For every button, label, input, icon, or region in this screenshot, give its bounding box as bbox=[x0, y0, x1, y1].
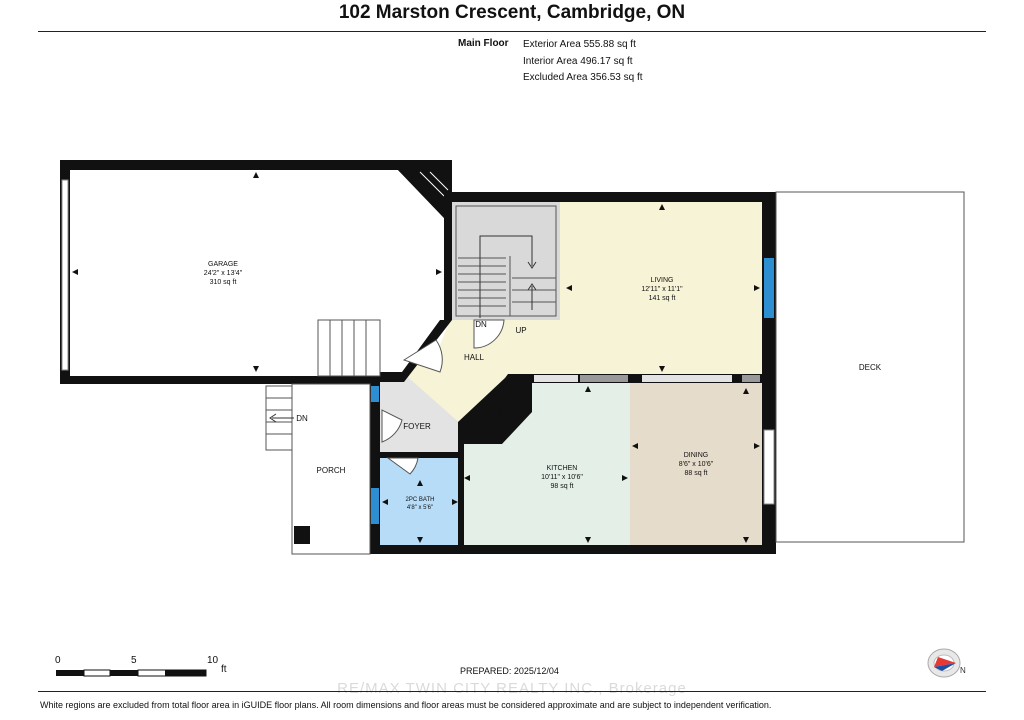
garage-window bbox=[61, 179, 69, 371]
stair-up-arrow-head bbox=[527, 283, 537, 291]
garage-corner-hatch bbox=[429, 171, 449, 191]
scale-unit: ft bbox=[221, 664, 227, 675]
foyer-window bbox=[371, 386, 379, 402]
garage-corner-hatch bbox=[419, 171, 445, 197]
foyer-label: FOYER bbox=[403, 422, 431, 431]
bath-dims: 4'8" x 5'6" bbox=[407, 505, 433, 511]
exterior-area: Exterior Area 555.88 sq ft bbox=[523, 39, 636, 50]
header-divider bbox=[38, 31, 986, 32]
dining-opening bbox=[642, 375, 732, 382]
interior-area: Interior Area 496.17 sq ft bbox=[523, 55, 633, 67]
stair-up-label: UP bbox=[515, 326, 526, 335]
living-dims: 12'11" x 11'1" bbox=[641, 286, 683, 293]
stair-door bbox=[473, 319, 505, 349]
bath-name: 2PC BATH bbox=[406, 497, 435, 503]
page-title: 102 Marston Crescent, Cambridge, ON bbox=[338, 2, 686, 23]
scale-ten: 10 bbox=[207, 655, 219, 666]
wall-hall-west bbox=[380, 320, 452, 382]
wall-bath-north bbox=[378, 452, 462, 458]
closet-label: CL bbox=[493, 408, 504, 417]
hall-door bbox=[402, 339, 443, 373]
porch-outline bbox=[291, 383, 371, 555]
garage-corner-wall bbox=[398, 170, 452, 218]
brokerage-watermark: RE/MAX TWIN CITY REALTY INC., Brokerage bbox=[337, 680, 687, 697]
bath-floor bbox=[380, 458, 460, 545]
wall-north bbox=[444, 192, 776, 202]
bath-door bbox=[386, 457, 419, 475]
wall-hall-south bbox=[508, 374, 762, 383]
scale-bar: 0 5 10 ft bbox=[55, 655, 245, 683]
living-window bbox=[764, 258, 774, 318]
garage-stairs bbox=[317, 319, 381, 377]
footer-divider bbox=[38, 691, 986, 692]
garage-area: 310 sq ft bbox=[210, 279, 237, 286]
wall-south bbox=[370, 545, 776, 554]
dining-area: 88 sq ft bbox=[685, 470, 708, 477]
dimension-markers bbox=[72, 172, 760, 543]
deck-outline bbox=[775, 191, 965, 543]
wall-stair-west bbox=[444, 192, 452, 320]
garage-wall bbox=[60, 160, 452, 384]
kitchen-name: KITCHEN bbox=[547, 465, 578, 472]
kitchen-dims: 10'11" x 10'6" bbox=[541, 474, 583, 481]
wall-kitchen-west bbox=[458, 422, 464, 545]
north-arrow-icon: N bbox=[927, 648, 966, 678]
bath-window bbox=[371, 488, 379, 524]
porch-label: PORCH bbox=[317, 466, 346, 475]
scale-five: 5 bbox=[131, 655, 137, 666]
porch-down-label: DN bbox=[296, 414, 308, 423]
kitchen-area: 98 sq ft bbox=[551, 483, 574, 490]
garage-dims: 24'2" x 13'4" bbox=[204, 270, 243, 277]
stair-treads bbox=[458, 256, 556, 316]
kitchen-floor bbox=[462, 378, 630, 545]
hall-opening bbox=[534, 375, 578, 382]
living-area: 141 sq ft bbox=[649, 295, 676, 302]
living-name: LIVING bbox=[651, 277, 674, 284]
foyer-door bbox=[381, 409, 403, 443]
disclaimer: White regions are excluded from total fl… bbox=[40, 700, 772, 710]
floor-name: Main Floor bbox=[458, 38, 509, 49]
porch-post bbox=[294, 526, 310, 544]
dining-opening-right bbox=[742, 375, 760, 382]
garage-name: GARAGE bbox=[208, 261, 238, 268]
dining-window bbox=[763, 429, 775, 505]
excluded-area: Excluded Area 356.53 sq ft bbox=[523, 72, 643, 83]
stair-block bbox=[455, 205, 557, 317]
hall-label: HALL bbox=[464, 353, 485, 362]
wall-closet bbox=[458, 374, 532, 444]
deck-label: DECK bbox=[859, 363, 882, 372]
area-summary: Exterior Area 555.88 sq ft Interior Area… bbox=[523, 37, 643, 87]
dining-dims: 8'6" x 10'6" bbox=[679, 461, 714, 468]
dining-name: DINING bbox=[684, 452, 709, 459]
porch-down-arrow-head bbox=[269, 413, 277, 423]
foyer-floor bbox=[378, 372, 462, 455]
scale-graduation bbox=[56, 669, 207, 677]
living-floor bbox=[560, 202, 762, 378]
wall-foyer-west bbox=[370, 376, 380, 554]
dining-floor bbox=[630, 378, 762, 545]
stair-down-label: DN bbox=[475, 320, 487, 329]
scale-zero: 0 bbox=[55, 655, 61, 666]
stair-down-arrow-head bbox=[527, 261, 537, 269]
stair-down-arrow bbox=[479, 235, 533, 318]
kitchen-opening bbox=[580, 375, 628, 382]
svg-text:N: N bbox=[960, 666, 966, 675]
prepared-date: PREPARED: 2025/12/04 bbox=[460, 666, 559, 676]
